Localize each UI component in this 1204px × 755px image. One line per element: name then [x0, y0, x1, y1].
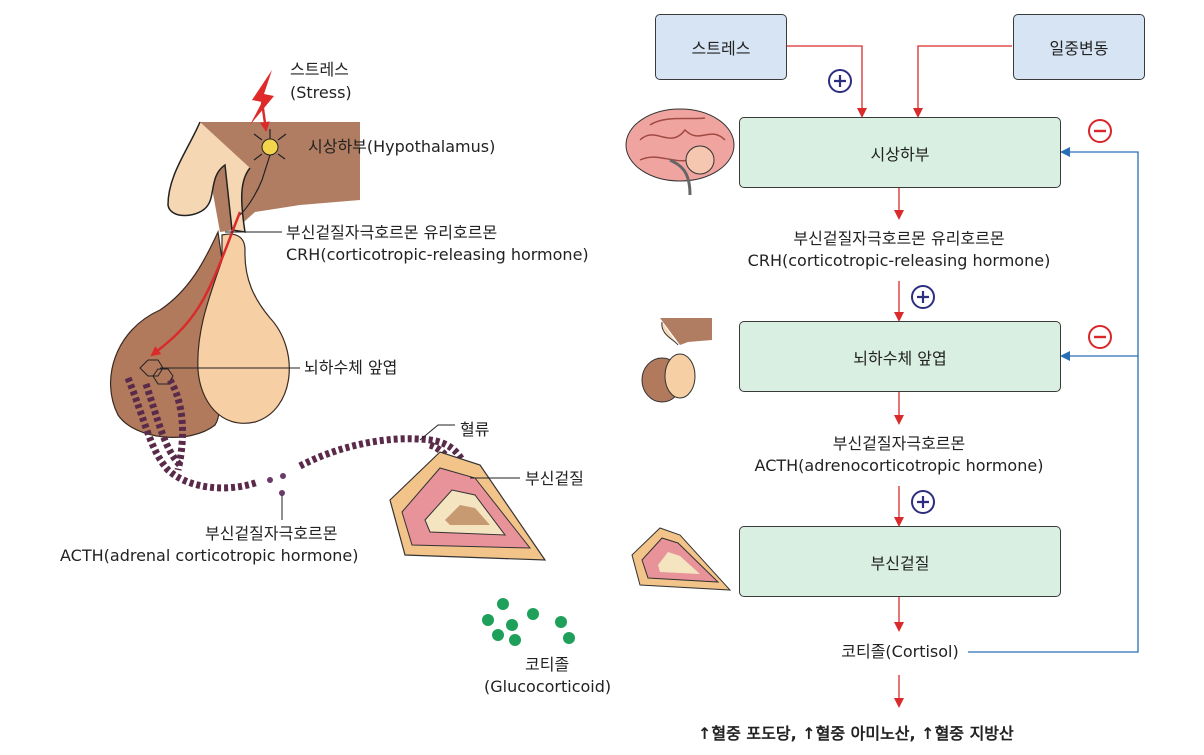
- stress-box: 스트레스: [655, 14, 787, 80]
- plus-circle-3: [911, 490, 935, 514]
- glucocorticoid-molecules: [482, 598, 575, 646]
- adrenal-icon: [631, 527, 732, 591]
- flow-acth-label-en: ACTH(adrenocorticotropic hormone): [754, 456, 1044, 475]
- minus-circle-2: [1088, 325, 1112, 349]
- stimulation-arrows: [787, 45, 1012, 708]
- plus-circle-1: [828, 69, 852, 93]
- hypothalamus-pituitary-illustration: [110, 70, 360, 438]
- crh-pathway-arrow: [150, 211, 242, 357]
- stress-label: 스트레스: [290, 60, 349, 79]
- flow-acth-label: 부신겉질자극호르몬: [832, 434, 966, 453]
- pituitary-posterior-lobe: [197, 233, 290, 424]
- pituitary-label: 뇌하수체 앞엽: [304, 358, 398, 377]
- acth-label: 부신겉질자극호르몬: [205, 524, 338, 543]
- stress-label-en: (Stress): [290, 83, 352, 102]
- flow-crh-label: 부신겉질자극호르몬 유리호르몬: [793, 229, 1005, 248]
- pituitary-box: 뇌하수체 앞엽: [739, 321, 1061, 392]
- acth-label-en: ACTH(adrenal corticotropic hormone): [60, 546, 359, 565]
- label-leader-lines: [160, 231, 520, 520]
- circadian-box: 일중변동: [1013, 14, 1145, 80]
- adrenal-cortex-label: 부신겉질: [525, 469, 584, 488]
- bloodstream-label: 혈류: [460, 420, 490, 439]
- hypothalamus-label: 시상하부(Hypothalamus): [308, 137, 496, 156]
- adrenal-cortex-box: 부신겉질: [739, 526, 1061, 597]
- flow-cortisol-label: 코티졸(Cortisol): [841, 642, 959, 661]
- pituitary-icon: [641, 318, 712, 403]
- brain-icon: [625, 108, 735, 196]
- adrenal-gland-illustration: [389, 451, 547, 561]
- glucocorticoid-label: (Glucocorticoid): [484, 677, 612, 696]
- flow-crh-label-en: CRH(corticotropic-releasing hormone): [747, 251, 1051, 270]
- crh-label-en: CRH(corticotropic-releasing hormone): [286, 245, 589, 264]
- metabolic-effects: ↑혈중 포도당, ↑혈중 아미노산, ↑혈중 지방산: [698, 724, 1014, 743]
- brain-fold: [167, 121, 251, 233]
- cortisol-label: 코티졸: [525, 655, 570, 674]
- neuron-icon: [239, 129, 287, 216]
- minus-circle-1: [1088, 119, 1112, 143]
- crh-label: 부신겉질자극호르몬 유리호르몬: [286, 223, 498, 242]
- plus-circle-2: [911, 285, 935, 309]
- hypothalamus-box: 시상하부: [739, 117, 1061, 188]
- stress-lightning-icon: [250, 70, 274, 125]
- negative-feedback-lines: [968, 147, 1139, 653]
